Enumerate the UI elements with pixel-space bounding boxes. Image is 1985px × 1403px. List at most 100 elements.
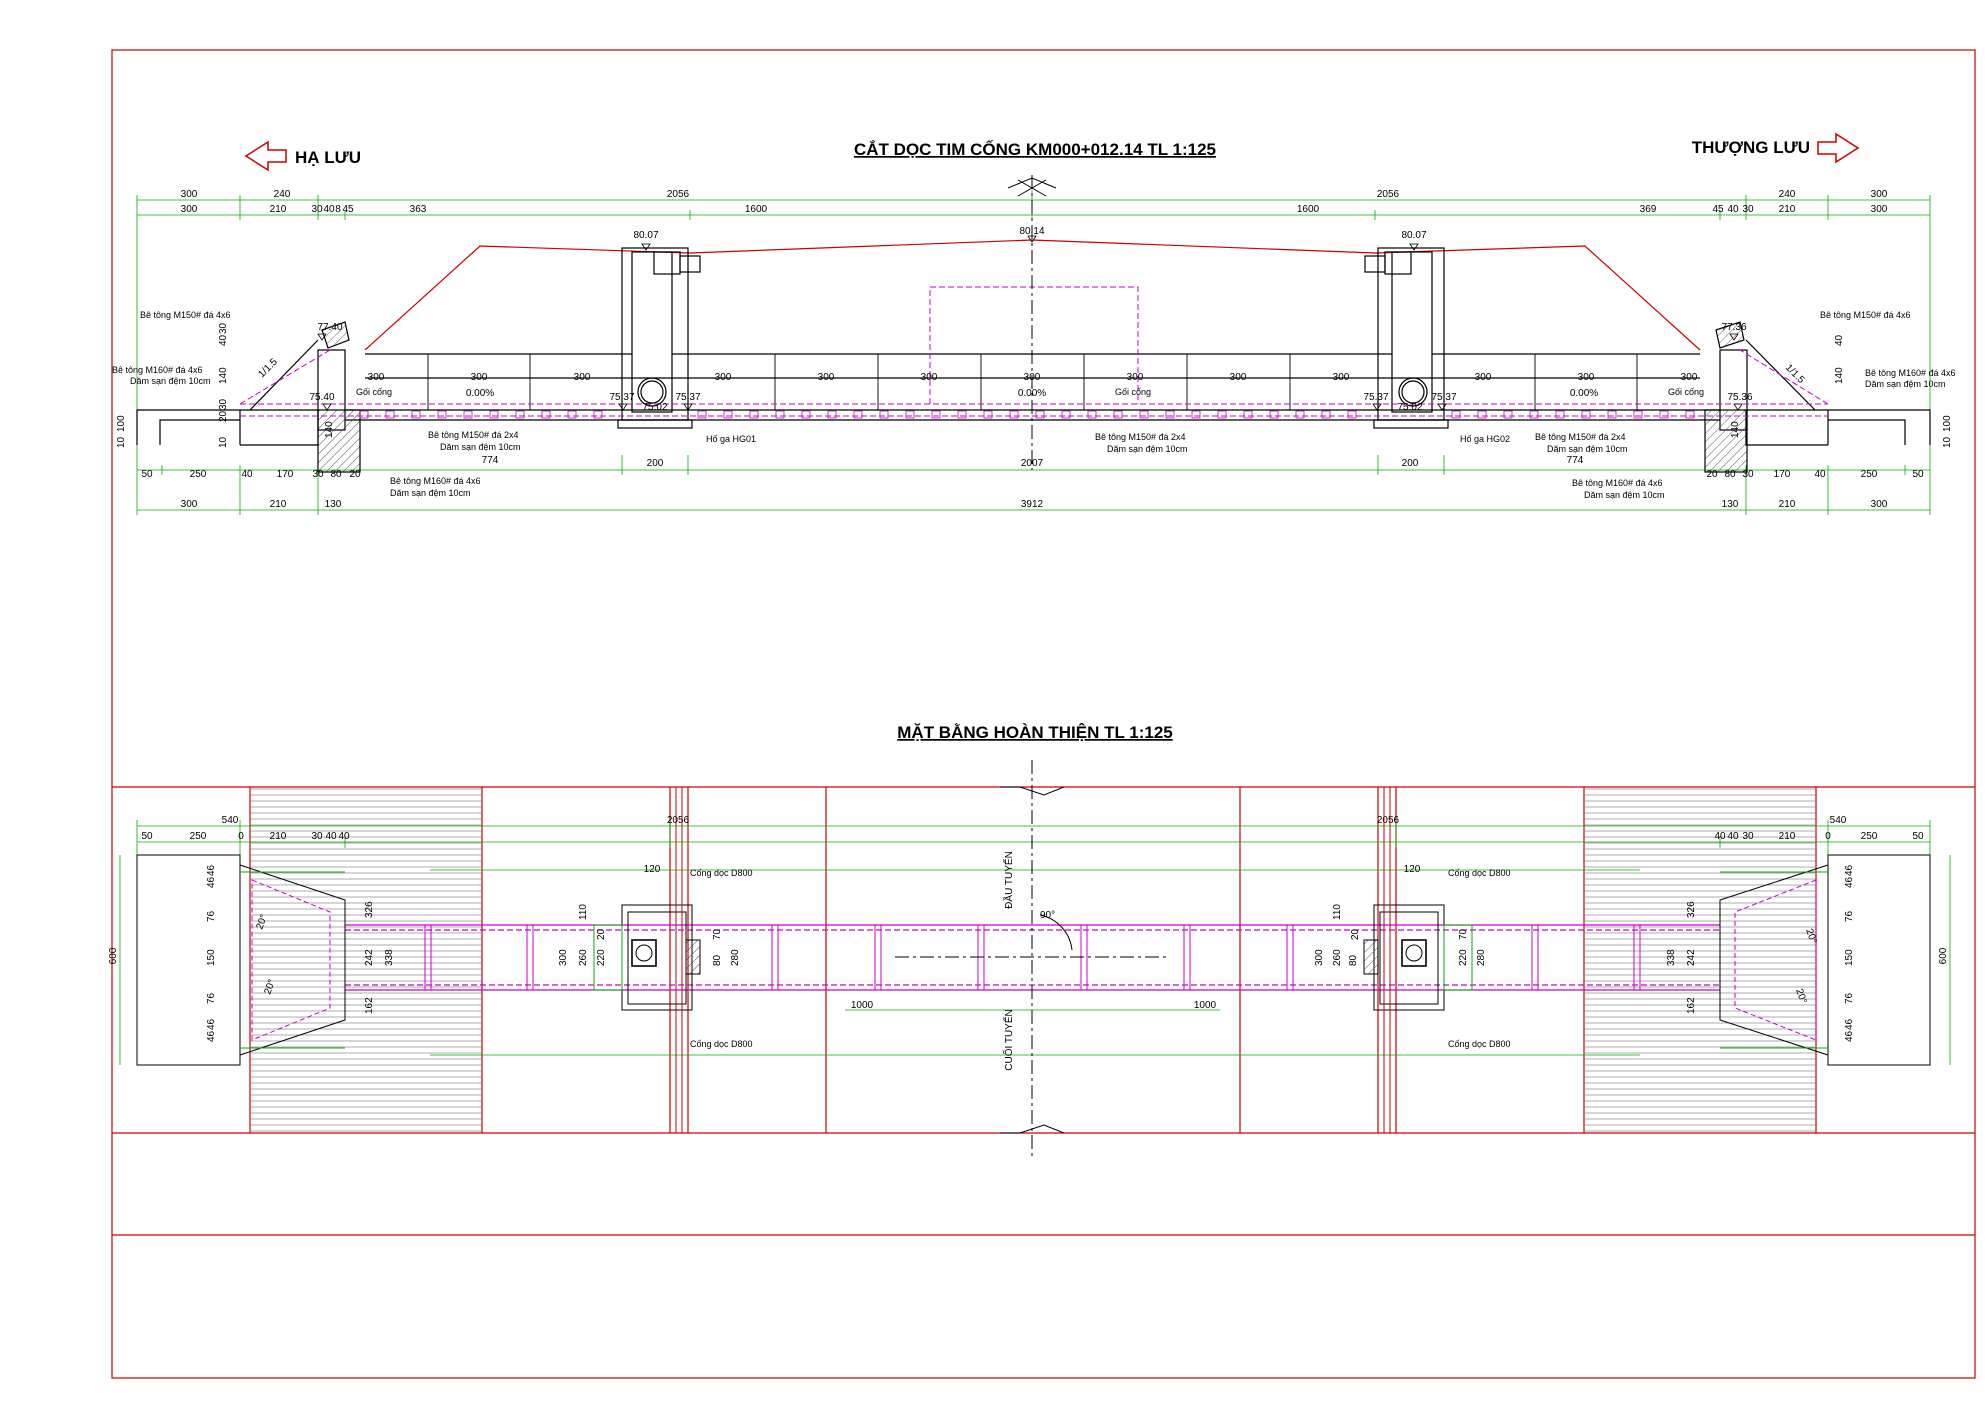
pipe-d800-label-r-top: Cống dọc D800: [1448, 868, 1511, 878]
seg-label: 300: [715, 372, 732, 383]
mh-dim-300-r: 300: [1314, 949, 1325, 966]
side-dim-40-r: 40: [1834, 334, 1845, 346]
plan-right-v-46a: 46: [1844, 876, 1855, 888]
pipe-bed-block: [1191, 410, 1201, 419]
plan-right-inner-162: 162: [1686, 997, 1697, 1014]
side-dim-140b-r: 140: [1730, 421, 1741, 438]
dim-b1-170-l: 170: [277, 469, 294, 480]
plan-pipe-joint: [771, 924, 779, 991]
plan-right-v-150: 150: [1844, 949, 1855, 966]
plan-dim-210-l: 210: [270, 831, 287, 842]
plan-pipe-joint: [1286, 924, 1294, 991]
seg-label: 300: [574, 372, 591, 383]
pipe-bed-block: [723, 410, 733, 419]
dim-r2-300-l: 300: [181, 204, 198, 215]
plan-right-v-46c: 46: [1844, 1018, 1855, 1030]
dim-b1-40-l: 40: [241, 469, 253, 480]
elev-left-inlet: 75.40: [309, 392, 334, 403]
pipe-bed-block: [1581, 410, 1591, 419]
pipe-bed-label-center: Gối cống: [1115, 387, 1151, 397]
side-dim-100-r: 100: [1942, 415, 1953, 432]
note-gravel-left-bottom: Dăm sạn đệm 10cm: [390, 488, 471, 498]
plan-right-inner-242: 242: [1686, 949, 1697, 966]
seg-label: 300: [1127, 372, 1144, 383]
dim-774-r: 774: [1567, 455, 1584, 466]
pipe-bed-block: [1451, 410, 1461, 419]
mh-dim-300-l: 300: [558, 949, 569, 966]
pipe-bed-block: [567, 410, 577, 419]
slope-label-right: 0.00%: [1570, 388, 1598, 399]
pipe-bed-block: [463, 410, 473, 419]
pipe-bed-label-right: Gối cống: [1668, 387, 1704, 397]
left-inlet-structure: [136, 321, 361, 473]
pipe-bed-block: [489, 410, 499, 419]
plan-dim-2056-r: 2056: [1377, 815, 1400, 826]
pipe-bed-block: [1035, 410, 1045, 419]
dim-top-2056-l: 2056: [667, 189, 690, 200]
seg-label: 300: [1578, 372, 1595, 383]
elev-top-left: 80.07: [633, 230, 658, 241]
pipe-bed-block: [1607, 410, 1617, 419]
mh-dim-80-l: 80: [712, 954, 723, 966]
pipe-bed-label-left: Gối cống: [356, 387, 392, 397]
pipe-d800-label-l-bottom: Cống dọc D800: [690, 1039, 753, 1049]
mh-dim-20-l: 20: [596, 928, 607, 940]
plan-pipe-joint: [1633, 924, 1641, 991]
dim-r2-8-l: 8: [335, 204, 341, 215]
mh-dim-70-r: 70: [1458, 928, 1469, 940]
plan-right-funnel: [1719, 854, 1931, 1066]
plan-pipe-joint: [424, 924, 432, 991]
pipe-bed-block: [879, 410, 889, 419]
manhole-hg01-label: Hố ga HG01: [706, 434, 756, 444]
pipe-bed-block: [853, 410, 863, 419]
dim-top-300-l: 300: [181, 189, 198, 200]
elev-hg01-bottom: 75.02: [642, 402, 667, 413]
elev-right-wing: 77.36: [1721, 322, 1746, 333]
pipe-bed-block: [1217, 410, 1227, 419]
plan-dim-50-r: 50: [1912, 831, 1924, 842]
dim-b1-30-l: 30: [312, 469, 324, 480]
note-m160-4x6-right-bottom: Bê tông M160# đá 4x6: [1572, 478, 1663, 488]
note-gravel-left-mid: Dăm sạn đệm 10cm: [440, 442, 521, 452]
manhole-hg02: [1364, 247, 1449, 429]
seg-label: 300: [1024, 372, 1041, 383]
plan-left-inner-326: 326: [364, 901, 375, 918]
pipe-bed-block: [1243, 410, 1253, 419]
dim-b1-30-r: 30: [1742, 469, 1754, 480]
plan-dim-250-r: 250: [1861, 831, 1878, 842]
seg-label: 300: [921, 372, 938, 383]
manhole-hg01: [617, 247, 701, 429]
dim-r2-40-r: 40: [1727, 204, 1739, 215]
elev-hg01-left: 75.37: [609, 392, 634, 403]
slope-label-left: 0.00%: [466, 388, 494, 399]
plan-title: MẶT BẰNG HOÀN THIỆN TL 1:125: [897, 723, 1173, 742]
dim-top-240-r: 240: [1779, 189, 1796, 200]
elev-hg02-bottom: 75.02: [1397, 402, 1422, 413]
pipe-joints: [427, 354, 1638, 410]
note-gravel-center: Dăm sạn đệm 10cm: [1107, 444, 1188, 454]
pipe-bed-block: [931, 410, 941, 419]
pipe-bed-block: [905, 410, 915, 419]
plan-left-inner-338: 338: [384, 949, 395, 966]
pipe-bed-blocks: [359, 410, 1695, 419]
dim-top-240-l: 240: [274, 189, 291, 200]
plan-left-v-46a: 46: [206, 876, 217, 888]
plan-dim-0-l: 0: [238, 831, 244, 842]
note-m150-2x4-right: Bê tông M150# đá 2x4: [1535, 432, 1626, 442]
dim-b1-80-r: 80: [1724, 469, 1736, 480]
dim-b1-80-l: 80: [330, 469, 342, 480]
plan-right-v-76a: 76: [1844, 910, 1855, 922]
plan-pipe-joint: [1183, 924, 1191, 991]
center-axis: [1007, 175, 1057, 470]
plan-dim-0-r: 0: [1825, 831, 1831, 842]
plan-dim-30-l: 30: [311, 831, 323, 842]
section-dimension-lines: [136, 190, 1931, 515]
plan-dim-250-l: 250: [190, 831, 207, 842]
dim-774-l: 774: [482, 455, 499, 466]
note-m150-4x6-right: Bê tông M150# đá 4x6: [1820, 310, 1911, 320]
plan-right-angle-b: 20°: [1793, 987, 1809, 1005]
side-dim-10-r: 10: [1942, 436, 1953, 448]
slope-ratio-left: 1/1.5: [256, 356, 280, 380]
pipe-bed-block: [1139, 410, 1149, 419]
pipe-bed-block: [1295, 410, 1305, 419]
